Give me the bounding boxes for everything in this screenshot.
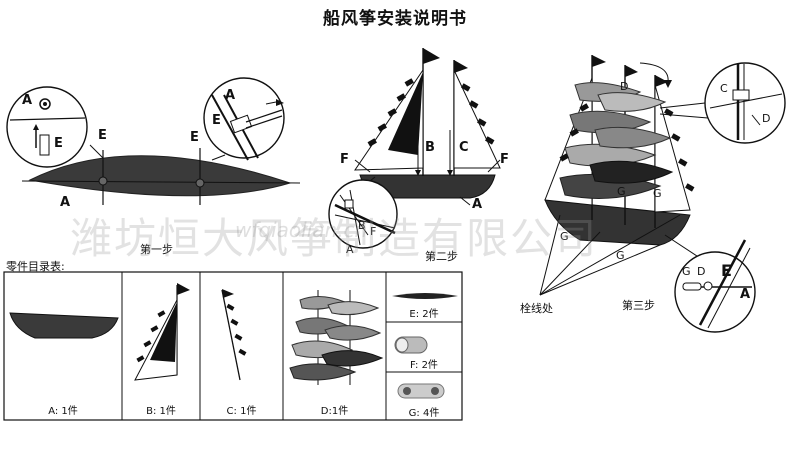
step3-ship-drawing: [539, 55, 709, 296]
step2-zoom: [328, 176, 398, 249]
step3-zoom-top: [704, 62, 786, 144]
label-e-zoom: E: [54, 136, 63, 151]
label-b-sail: B: [425, 140, 435, 155]
step2-label: 第二步: [425, 250, 458, 263]
label-a-hull: A: [60, 195, 71, 210]
label-b-zoom: B: [358, 219, 366, 232]
watermark-company: 潍坊恒大风筝制造有限公司: [70, 214, 599, 263]
step3-label: 第三步: [622, 299, 655, 312]
part-g-connector: [397, 383, 445, 399]
part-e-caption: E: 2件: [409, 309, 439, 320]
label-g-zoom3: G: [682, 265, 691, 278]
part-f-tube: [394, 336, 428, 354]
label-c-mast: C: [459, 140, 469, 155]
label-f-left: F: [340, 152, 349, 167]
tie-point-label: 栓线处: [520, 302, 553, 315]
parts-table: [3, 271, 463, 421]
label-a-zoom2: A: [346, 243, 354, 256]
label-f-zoom: F: [370, 225, 377, 238]
label-a-step2: A: [472, 197, 483, 212]
parts-title: 零件目录表:: [6, 260, 65, 273]
label-f-right: F: [500, 152, 509, 167]
label-c-zoom3: C: [720, 82, 728, 95]
label-d-step3: D: [620, 80, 629, 93]
part-d-sails: [289, 290, 384, 385]
part-b-caption: B: 1件: [146, 406, 176, 417]
part-e-rod: [392, 293, 458, 299]
label-g-step3-b: G: [653, 187, 662, 200]
part-b-sail: [134, 283, 190, 381]
label-a-zoom-right: A: [225, 88, 236, 103]
step1-zoom-left: [6, 86, 104, 168]
step3-zoom-bottom: [674, 239, 756, 333]
step1-zoom-right: [203, 77, 285, 161]
part-a-hull: [9, 312, 119, 339]
part-d-caption: D:1件: [320, 406, 349, 417]
step2-ship-drawing: [354, 48, 501, 206]
label-e-hull-right: E: [190, 130, 199, 145]
part-a-caption: A: 1件: [48, 406, 78, 417]
step1-label: 第一步: [140, 243, 173, 256]
part-c-mast: [221, 289, 247, 381]
watermark-site: wfqiaolian.cn: [235, 218, 368, 242]
label-g-step3-c: G: [560, 230, 569, 243]
label-g-step3-d: G: [616, 249, 625, 262]
part-g-caption: G: 4件: [408, 408, 440, 419]
part-c-caption: C: 1件: [226, 406, 257, 417]
label-a-zoom3: A: [740, 287, 751, 302]
step1-hull-drawing: [21, 148, 301, 205]
label-e-zoom3: E: [721, 261, 732, 280]
label-a-zoom: A: [22, 93, 33, 108]
part-f-caption: F: 2件: [410, 360, 438, 371]
page-title: 船风筝安装说明书: [323, 9, 467, 29]
label-e-hull-left: E: [98, 128, 107, 143]
label-d-zoom3b: D: [697, 265, 706, 278]
label-g-step3-a: G: [617, 185, 626, 198]
label-d-zoom3: D: [762, 112, 771, 125]
label-e-zoom-right: E: [212, 113, 221, 128]
